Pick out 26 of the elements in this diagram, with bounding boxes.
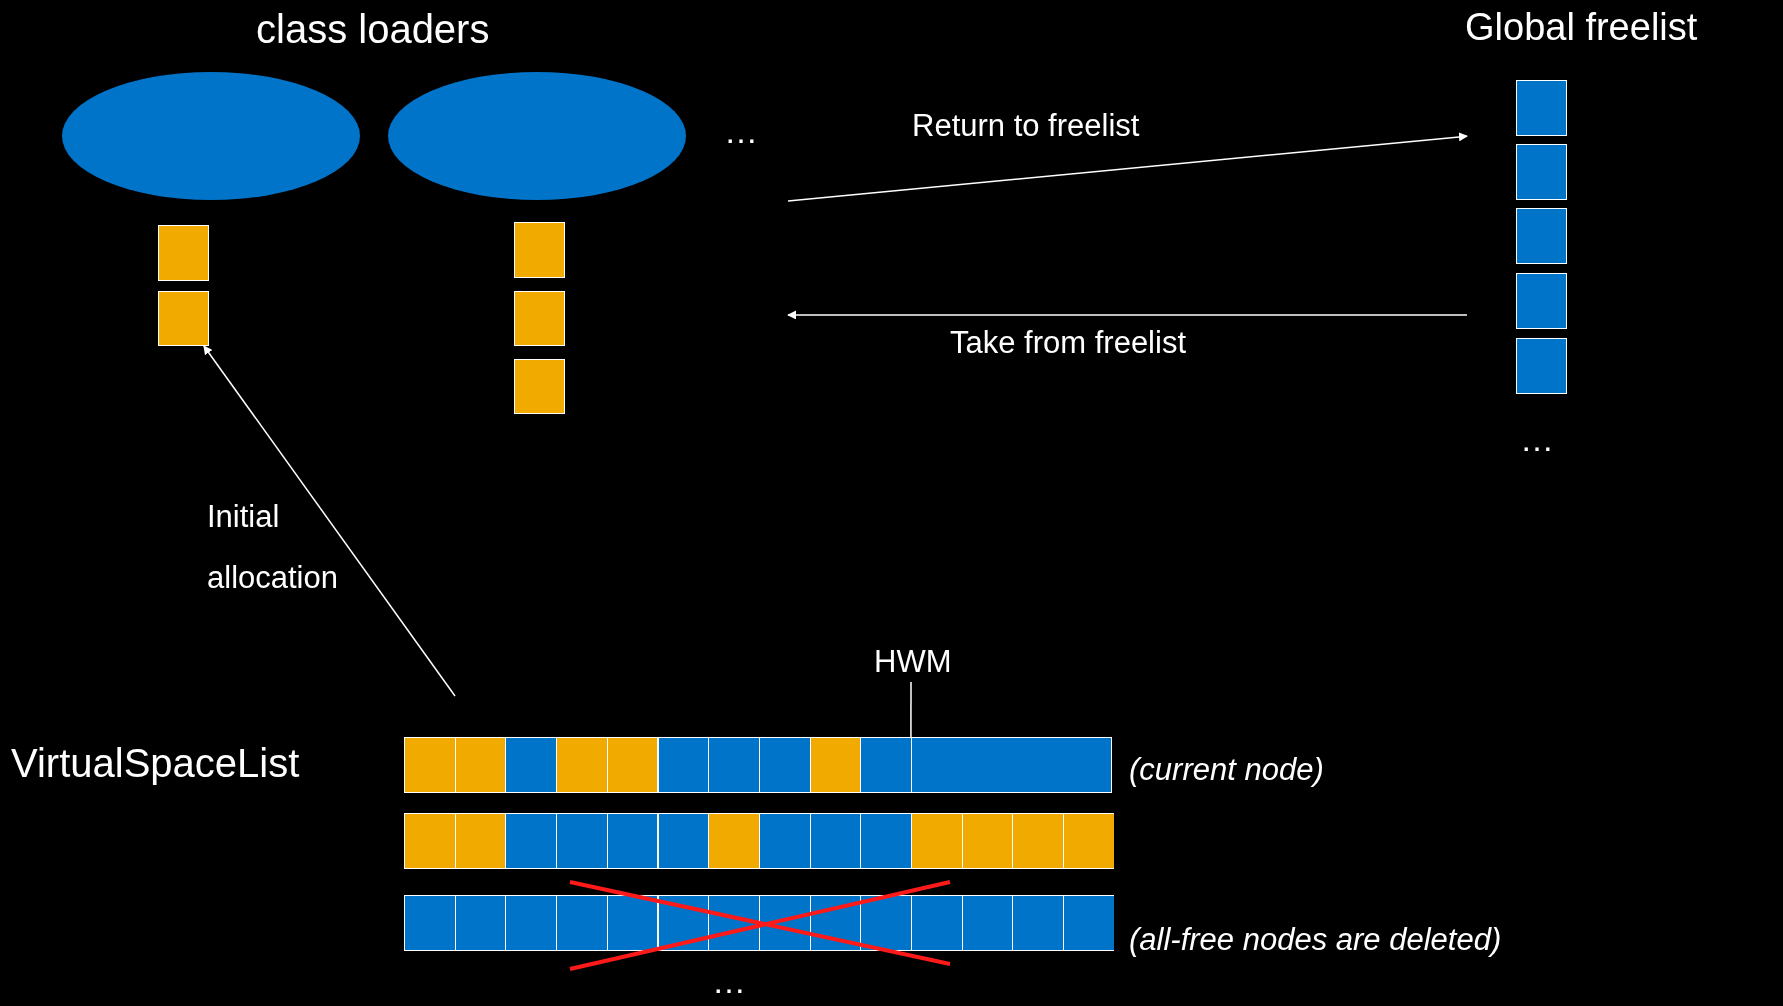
heading: class loaders <box>256 6 490 52</box>
used-chunk-box <box>514 359 565 414</box>
node-caption: (current node) <box>1129 752 1324 788</box>
heading: Global freelist <box>1465 6 1698 50</box>
used-chunk-box <box>514 222 565 278</box>
used-chunk-box <box>158 225 209 281</box>
memory-node-drawing <box>404 737 1112 793</box>
arrow <box>787 132 1468 202</box>
arrow <box>787 310 1468 320</box>
free-chunk-box <box>1516 208 1567 264</box>
edge-label: Initial allocation <box>207 498 339 597</box>
list-title: VirtualSpaceList <box>11 740 300 786</box>
memory-node-drawing <box>404 813 1114 869</box>
free-chunk-box <box>1516 273 1567 329</box>
free-chunk-box <box>1516 80 1567 136</box>
used-chunk-box <box>158 291 209 346</box>
node-caption: (all-free nodes are deleted) <box>1129 922 1502 958</box>
ellipsis: … <box>724 112 758 152</box>
free-chunk-box <box>1516 144 1567 200</box>
hwm-label: HWM <box>874 644 952 680</box>
used-chunk-box <box>514 291 565 346</box>
arrow <box>203 345 456 697</box>
ellipsis: … <box>1520 420 1554 460</box>
ellipsis: … <box>712 962 746 1002</box>
leader-line <box>910 681 912 738</box>
free-chunk-box <box>1516 338 1567 394</box>
